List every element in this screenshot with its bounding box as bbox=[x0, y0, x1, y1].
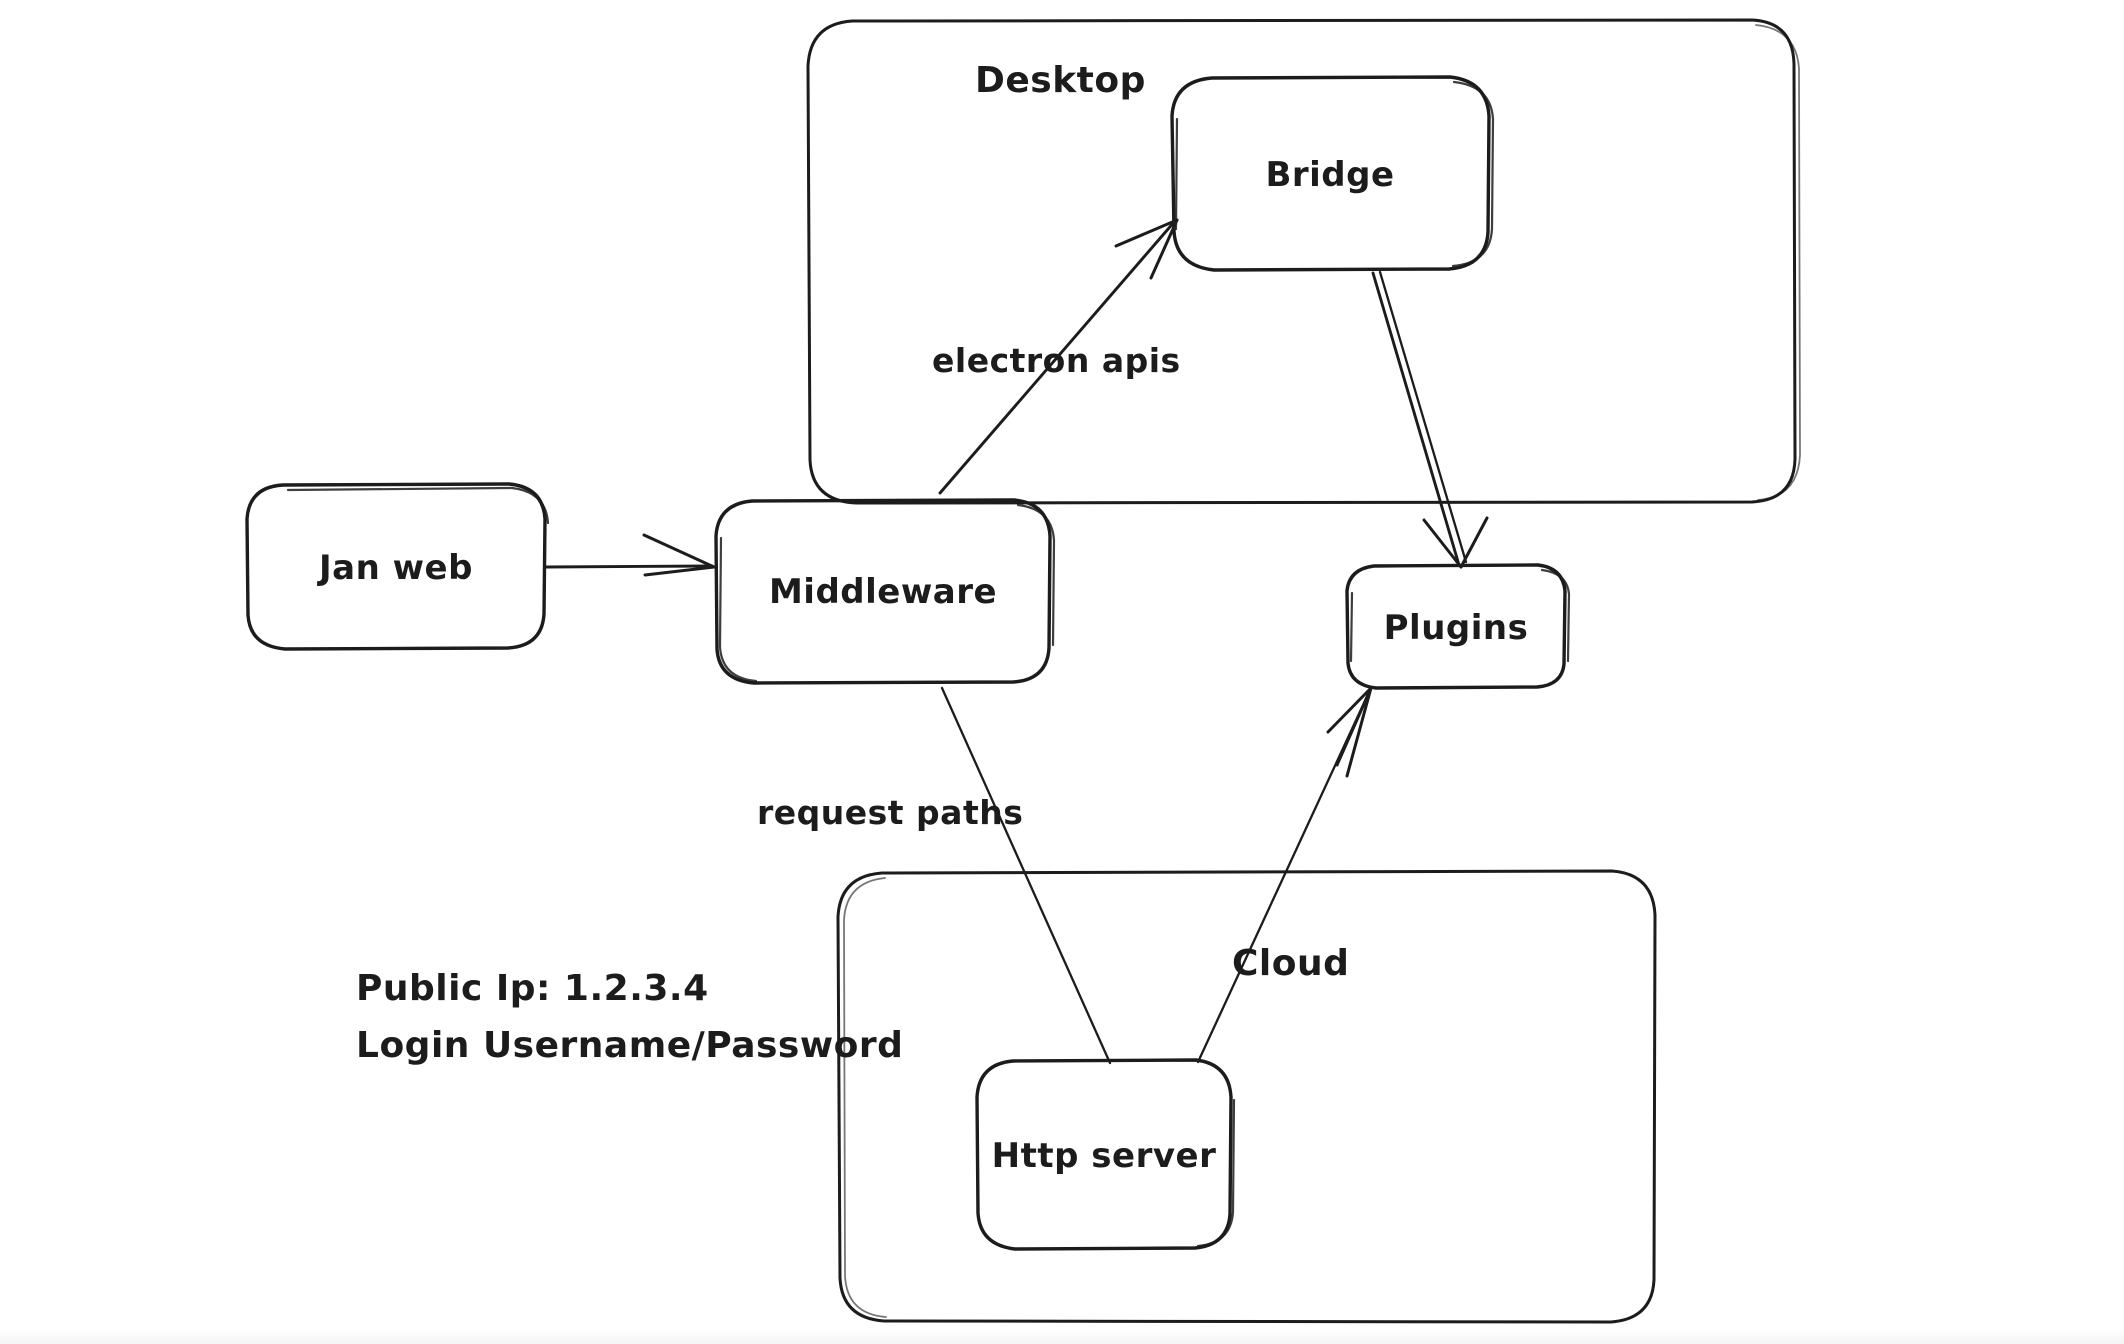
cloud-container-outline-echo bbox=[843, 877, 887, 1318]
bridge-plugins-line-b bbox=[1378, 270, 1468, 564]
http-plugins-arrowhead-extra bbox=[1345, 686, 1373, 778]
bridge-label: Bridge bbox=[1265, 155, 1394, 195]
plugins-box-outline-echo2 bbox=[1349, 591, 1354, 663]
bridge-plugins-arrowhead-right bbox=[1459, 516, 1489, 569]
middleware-box-outline-echo2 bbox=[718, 536, 758, 683]
node-bridge[interactable]: Bridge bbox=[1170, 75, 1495, 272]
bridge-plugins-arrowhead-left bbox=[1422, 518, 1463, 569]
middleware-label: Middleware bbox=[769, 572, 997, 612]
node-http-server[interactable]: Http server bbox=[975, 1058, 1236, 1251]
middleware-bridge-arrowhead-upper bbox=[1114, 218, 1179, 248]
http-server-box-outline bbox=[975, 1058, 1233, 1251]
container-cloud[interactable] bbox=[836, 869, 1657, 1324]
node-plugins[interactable]: Plugins bbox=[1345, 563, 1571, 690]
request-paths-edge-label: request paths bbox=[757, 793, 1023, 832]
janweb-middleware-line bbox=[544, 564, 714, 569]
desktop-container-label: Desktop bbox=[975, 60, 1146, 101]
public-ip-note: Public Ip: 1.2.3.4 bbox=[356, 968, 709, 1009]
desktop-container-outline-echo bbox=[1755, 24, 1801, 501]
edge-janweb-to-middleware bbox=[544, 533, 716, 577]
jan-web-box-outline-echo bbox=[286, 486, 550, 525]
bridge-plugins-line-a bbox=[1371, 271, 1461, 567]
login-credentials-note: Login Username/Password bbox=[356, 1025, 903, 1066]
middleware-http-line bbox=[940, 686, 1112, 1065]
container-desktop[interactable] bbox=[806, 18, 1801, 505]
cloud-container-outline bbox=[836, 869, 1657, 1324]
janweb-middleware-arrowhead-lower bbox=[643, 565, 716, 577]
edge-middleware-to-http-server bbox=[940, 686, 1112, 1065]
janweb-middleware-arrowhead-upper bbox=[642, 533, 716, 569]
http-plugins-arrowhead-left bbox=[1326, 686, 1373, 734]
cloud-container-label: Cloud bbox=[1232, 943, 1349, 984]
http-server-label: Http server bbox=[992, 1136, 1217, 1176]
middleware-box-outline-echo bbox=[1016, 503, 1056, 647]
electron-apis-edge-label: electron apis bbox=[932, 341, 1181, 380]
edge-http-server-to-plugins bbox=[1196, 686, 1373, 1064]
node-jan-web[interactable]: Jan web bbox=[245, 482, 550, 651]
bridge-box-outline-echo bbox=[1451, 80, 1495, 268]
http-server-box-outline-echo bbox=[1196, 1098, 1236, 1248]
plugins-label: Plugins bbox=[1384, 608, 1529, 648]
http-plugins-arrowhead-right bbox=[1335, 686, 1373, 767]
edge-bridge-to-plugins bbox=[1371, 270, 1489, 569]
jan-web-label: Jan web bbox=[317, 548, 473, 588]
plugins-box-outline-echo bbox=[1540, 568, 1571, 663]
desktop-container-outline bbox=[806, 18, 1797, 505]
bridge-box-outline-echo2 bbox=[1174, 117, 1179, 231]
node-middleware[interactable]: Middleware bbox=[714, 498, 1056, 685]
middleware-bridge-line bbox=[938, 219, 1177, 495]
